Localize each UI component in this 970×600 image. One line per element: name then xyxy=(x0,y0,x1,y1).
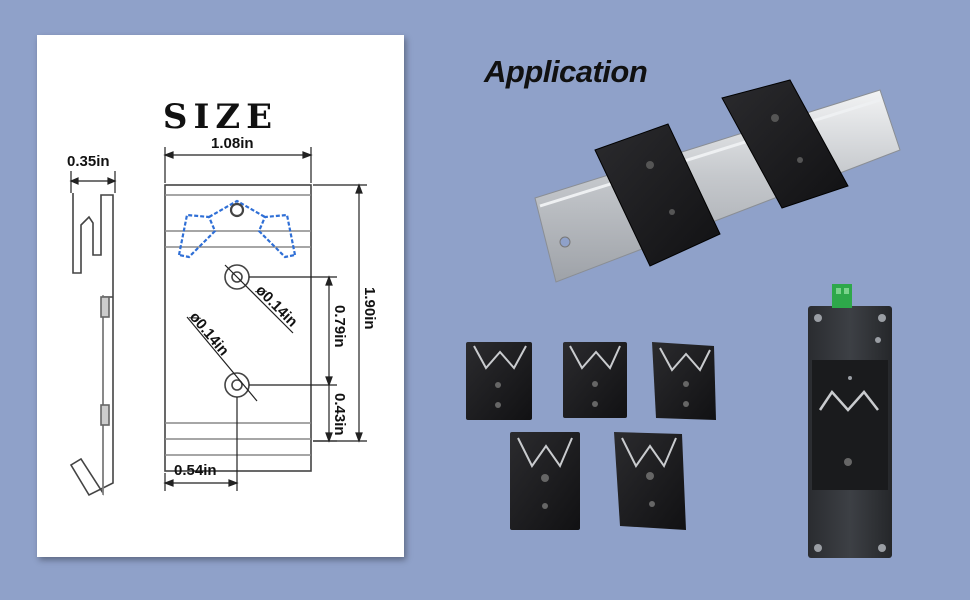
clip-4 xyxy=(510,432,580,530)
diameter-callouts xyxy=(186,264,294,402)
dimension-drawing: 0.35in 1.08in xyxy=(67,135,378,497)
size-title: SIZE xyxy=(162,97,279,137)
clip-2 xyxy=(563,342,627,418)
rail-hole xyxy=(559,236,571,248)
hole-spacing-label: 0.79in xyxy=(331,305,348,348)
clip-1 xyxy=(466,342,532,420)
depth-label: 0.35in xyxy=(67,153,110,170)
size-drawing-panel: SIZE 0.35in xyxy=(37,35,404,557)
rail-clip-left xyxy=(594,123,721,267)
hole-bottom-label: 0.43in xyxy=(331,393,348,436)
hole-offset-label: 0.54in xyxy=(174,462,217,479)
height-label: 1.90in xyxy=(361,287,378,330)
hole-bottom-dimension xyxy=(313,385,337,443)
side-profile xyxy=(69,193,114,497)
height-dimension xyxy=(313,183,367,443)
mounted-device-photo xyxy=(808,284,892,558)
spring-clip-outline xyxy=(177,199,297,259)
rail-clip-right xyxy=(721,79,849,209)
din-rail-photo xyxy=(534,79,901,283)
device-clip xyxy=(812,360,888,490)
front-plate xyxy=(164,184,312,472)
hole-offset-dimension xyxy=(163,397,239,491)
width-dimension xyxy=(163,147,313,183)
loose-clips-photo xyxy=(466,342,716,530)
depth-dimension xyxy=(69,171,117,193)
application-title: Application xyxy=(484,54,648,89)
clip-5 xyxy=(614,432,686,530)
terminal-block xyxy=(832,284,852,308)
clip-3 xyxy=(652,342,716,420)
hole-spacing-dimension xyxy=(249,275,337,387)
width-label: 1.08in xyxy=(211,135,254,152)
